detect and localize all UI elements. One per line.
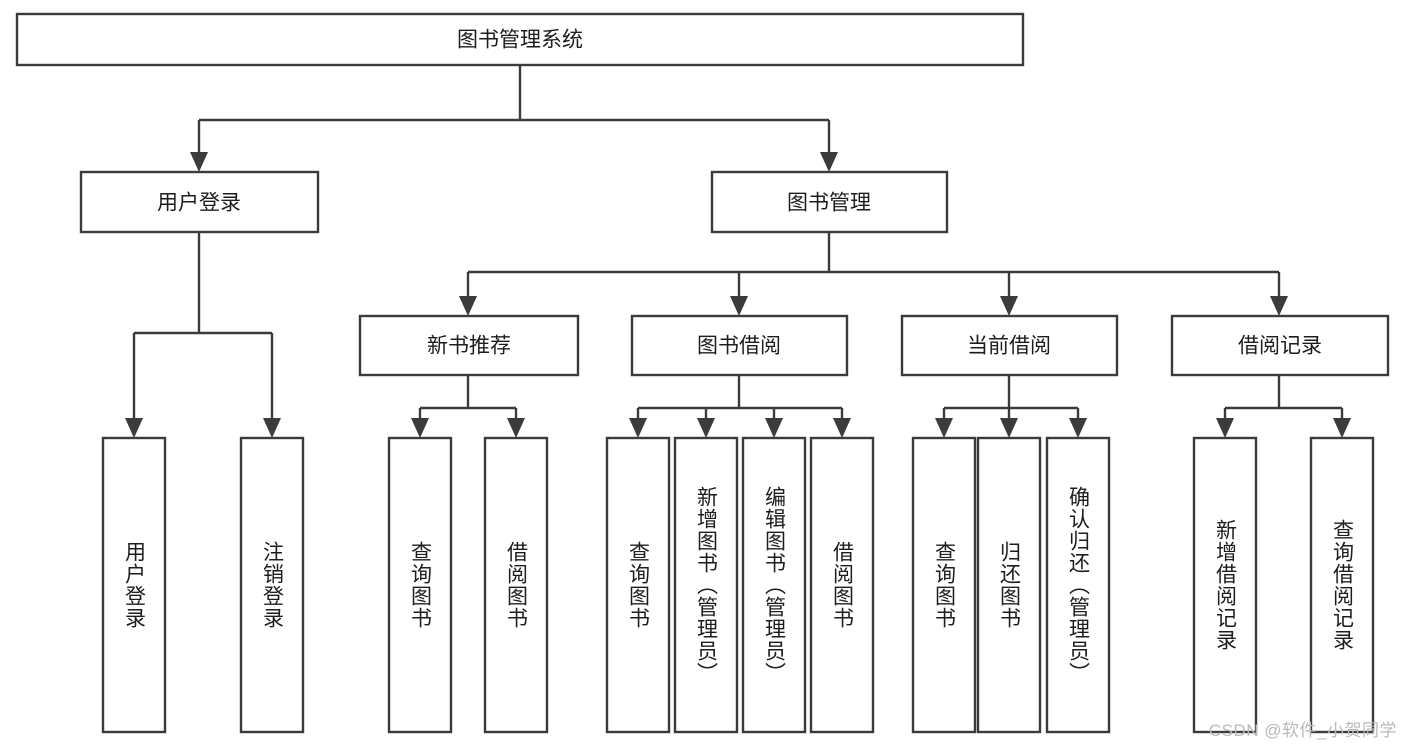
- node-leaf-borrow-book-1-box[interactable]: [483, 436, 549, 734]
- arrowhead-leaf-query-book-2: [629, 418, 647, 438]
- arrowhead-book-manage: [820, 152, 838, 172]
- node-leaf-borrow-book-2-label: 借阅图书: [831, 541, 855, 629]
- node-leaf-confirm-return-label: 确认归还（管理员）: [1067, 486, 1091, 684]
- arrowhead-leaf-add-record: [1216, 418, 1234, 438]
- node-leaf-add-book[interactable]: 新增图书（管理员）: [673, 436, 739, 734]
- node-leaf-edit-book-label: 编辑图书（管理员）: [763, 486, 787, 684]
- node-leaf-query-book-2-label: 查询图书: [627, 541, 651, 629]
- node-root-system[interactable]: 图书管理系统: [15, 12, 1025, 67]
- node-current-borrow-box[interactable]: [900, 314, 1119, 377]
- node-leaf-query-book-1[interactable]: 查询图书: [387, 436, 453, 734]
- arrowhead-borrow-record: [1270, 296, 1288, 316]
- node-book-manage-box[interactable]: [710, 170, 949, 234]
- node-user-login[interactable]: 用户登录: [79, 170, 320, 234]
- node-leaf-query-book-1-box[interactable]: [387, 436, 453, 734]
- arrowhead-leaf-confirm-return: [1069, 418, 1087, 438]
- node-leaf-query-record[interactable]: 查询借阅记录: [1309, 436, 1375, 734]
- node-user-login-label: 用户登录: [157, 192, 241, 215]
- arrowhead-leaf-query-book-1: [411, 418, 429, 438]
- node-leaf-return-book[interactable]: 归还图书: [976, 436, 1042, 734]
- node-leaf-query-book-2[interactable]: 查询图书: [605, 436, 671, 734]
- arrowhead-leaf-user-login: [125, 418, 143, 438]
- arrowhead-leaf-query-record: [1333, 418, 1351, 438]
- node-leaf-confirm-return-box[interactable]: [1045, 436, 1111, 734]
- arrowhead-leaf-borrow-book-2: [833, 418, 851, 438]
- node-book-manage[interactable]: 图书管理: [710, 170, 949, 234]
- node-book-borrow[interactable]: 图书借阅: [630, 314, 849, 377]
- arrowhead-leaf-logout-login: [263, 418, 281, 438]
- node-leaf-edit-book[interactable]: 编辑图书（管理员）: [741, 436, 807, 734]
- node-borrow-record-label: 借阅记录: [1238, 335, 1322, 358]
- arrowhead-new-book-rec: [459, 296, 477, 316]
- node-leaf-user-login[interactable]: 用户登录: [101, 436, 167, 734]
- node-current-borrow-label: 当前借阅: [967, 335, 1051, 358]
- node-leaf-user-login-box[interactable]: [101, 436, 167, 734]
- node-new-book-rec-label: 新书推荐: [427, 335, 511, 358]
- arrowhead-leaf-borrow-book-1: [507, 418, 525, 438]
- node-new-book-rec-box[interactable]: [358, 314, 580, 377]
- node-borrow-record[interactable]: 借阅记录: [1170, 314, 1390, 377]
- node-user-login-box[interactable]: [79, 170, 320, 234]
- node-leaf-query-book-3-box[interactable]: [911, 436, 977, 734]
- node-leaf-borrow-book-1-label: 借阅图书: [505, 541, 529, 629]
- node-leaf-logout-login-box[interactable]: [239, 436, 305, 734]
- arrowhead-user-login: [190, 152, 208, 172]
- arrowhead-current-borrow: [1000, 296, 1018, 316]
- node-leaf-query-record-label: 查询借阅记录: [1331, 519, 1355, 651]
- node-new-book-rec[interactable]: 新书推荐: [358, 314, 580, 377]
- node-book-borrow-label: 图书借阅: [697, 335, 781, 358]
- node-leaf-edit-book-box[interactable]: [741, 436, 807, 734]
- node-leaf-borrow-book-2[interactable]: 借阅图书: [809, 436, 875, 734]
- node-leaf-add-book-label: 新增图书（管理员）: [695, 486, 719, 684]
- arrowhead-leaf-query-book-3: [935, 418, 953, 438]
- node-leaf-query-book-1-label: 查询图书: [409, 541, 433, 629]
- node-current-borrow[interactable]: 当前借阅: [900, 314, 1119, 377]
- arrowhead-leaf-return-book: [1000, 418, 1018, 438]
- node-leaf-user-login-label: 用户登录: [123, 541, 147, 629]
- node-root-box[interactable]: [15, 12, 1025, 67]
- node-leaf-borrow-book-2-box[interactable]: [809, 436, 875, 734]
- node-leaf-query-book-3-label: 查询图书: [933, 541, 957, 629]
- node-leaf-add-record-label: 新增借阅记录: [1214, 519, 1238, 651]
- node-leaf-logout-login[interactable]: 注销登录: [239, 436, 305, 734]
- node-leaf-query-record-box[interactable]: [1309, 436, 1375, 734]
- node-leaf-query-book-2-box[interactable]: [605, 436, 671, 734]
- arrowhead-leaf-add-book: [697, 418, 715, 438]
- arrowhead-book-borrow: [730, 296, 748, 316]
- node-leaf-borrow-book-1[interactable]: 借阅图书: [483, 436, 549, 734]
- node-leaf-logout-login-label: 注销登录: [261, 541, 285, 629]
- node-book-borrow-box[interactable]: [630, 314, 849, 377]
- node-leaf-add-record-box[interactable]: [1192, 436, 1258, 734]
- node-leaf-return-book-box[interactable]: [976, 436, 1042, 734]
- node-leaf-return-book-label: 归还图书: [998, 541, 1022, 629]
- node-leaf-add-book-box[interactable]: [673, 436, 739, 734]
- node-leaf-confirm-return[interactable]: 确认归还（管理员）: [1045, 436, 1111, 734]
- node-root-label: 图书管理系统: [457, 29, 583, 52]
- node-borrow-record-box[interactable]: [1170, 314, 1390, 377]
- node-book-manage-label: 图书管理: [787, 192, 871, 215]
- node-leaf-query-book-3[interactable]: 查询图书: [911, 436, 977, 734]
- connector-layer: [125, 65, 1351, 438]
- arrowhead-leaf-edit-book: [765, 418, 783, 438]
- node-leaf-add-record[interactable]: 新增借阅记录: [1192, 436, 1258, 734]
